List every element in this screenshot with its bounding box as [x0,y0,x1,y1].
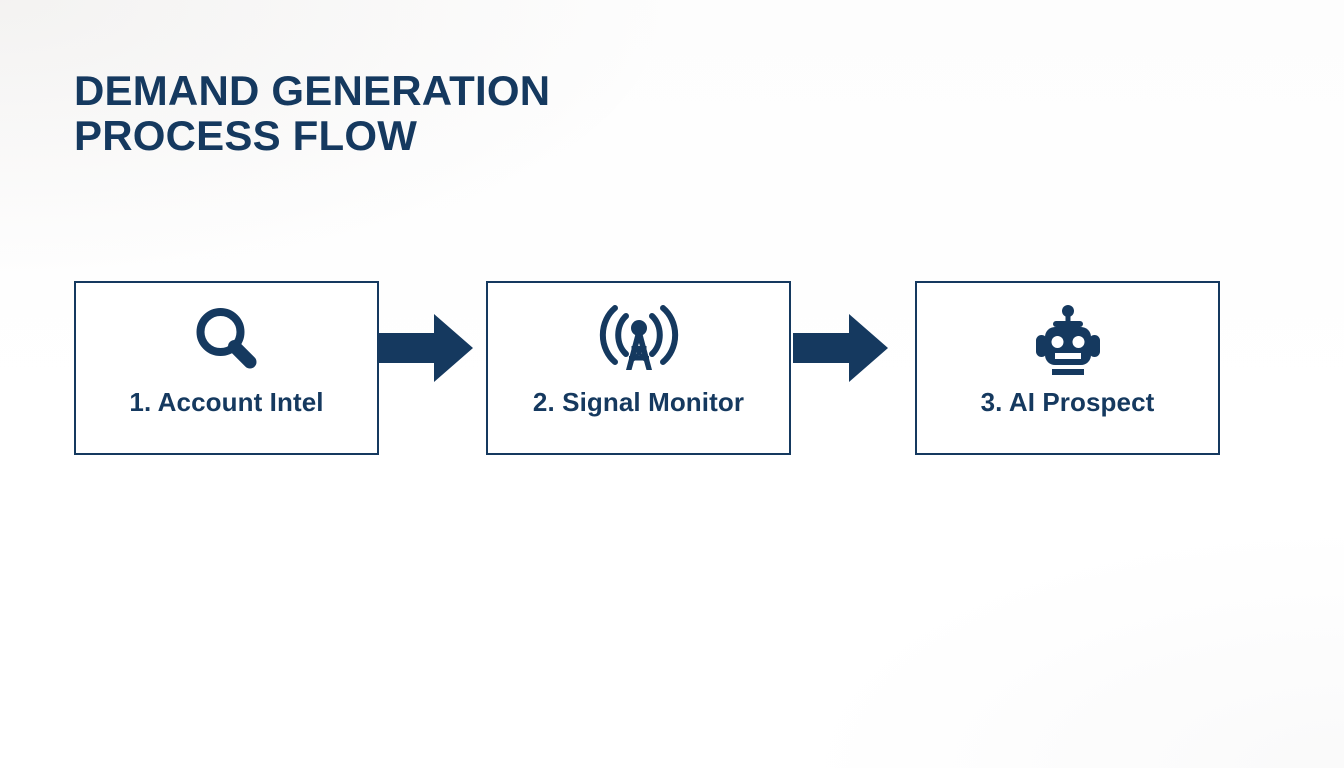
page-title: DEMAND GENERATION PROCESS FLOW [74,67,551,159]
process-step-3-label: 3. AI Prospect [980,387,1155,417]
process-step-2[interactable]: 2. Signal Monitor [486,281,791,455]
process-step-1[interactable]: 1. Account Intel [74,281,379,455]
magnifying-glass-icon [76,301,377,379]
broadcast-tower-icon [488,301,789,379]
process-step-1-label: 1. Account Intel [129,387,324,417]
process-step-2-label: 2. Signal Monitor [532,387,745,417]
process-step-3[interactable]: 3. AI Prospect [915,281,1220,455]
process-flow-diagram: 1. Account Intel [0,281,1344,457]
arrow-right-icon-1 [378,311,474,385]
robot-head-icon [917,301,1218,379]
arrow-right-icon-2 [793,311,889,385]
